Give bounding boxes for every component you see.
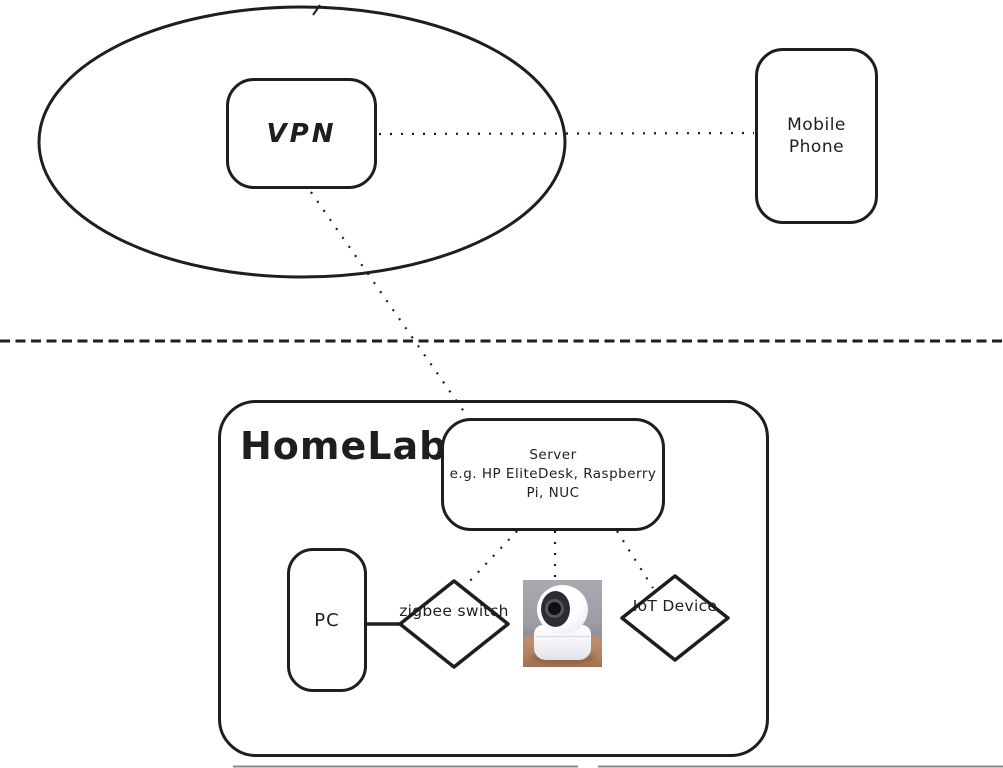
server-label-line1: Server [529,447,577,463]
server-node: Server e.g. HP EliteDesk, Raspberry Pi, … [441,418,665,531]
zigbee-switch-label: zigbee switch [399,601,509,622]
pc-node: PC [287,548,367,692]
vpn-label: VPN [266,118,337,149]
pc-label: PC [314,609,340,631]
camera-face-panel [541,591,570,627]
mobile-phone-node: Mobile Phone [755,48,878,224]
homelab-container [218,400,769,757]
iot-device-label: IoT Device [620,596,730,617]
camera-head [537,585,588,634]
connector-vpn-mobile-phone [378,131,755,136]
mobile-phone-label-line2: Phone [788,137,845,157]
server-label-line3: Pi, NUC [526,485,580,501]
homelab-title: HomeLab [240,424,448,468]
camera-lens-icon [548,602,561,615]
iot-device-diamond [620,574,730,662]
security-camera-photo [523,580,602,667]
iot-label-line1: IoT [632,597,658,615]
camera-base-seam [535,636,590,637]
connector-vpn-server [310,191,468,417]
mobile-phone-label-line1: Mobile [787,115,846,135]
zigbee-label-line2: switch [457,602,509,620]
zigbee-switch-diamond [398,579,510,669]
iot-label-line2: Device [662,597,718,615]
server-label-line2: e.g. HP EliteDesk, Raspberry [449,466,657,482]
internet-cloud-ellipse [37,5,567,279]
connector-server-zigbee [465,530,518,586]
connector-server-iot [616,530,654,589]
vpn-node: VPN [226,78,377,189]
zigbee-label-line1: zigbee [399,602,453,620]
ellipse-stroke-artifact [312,4,321,16]
